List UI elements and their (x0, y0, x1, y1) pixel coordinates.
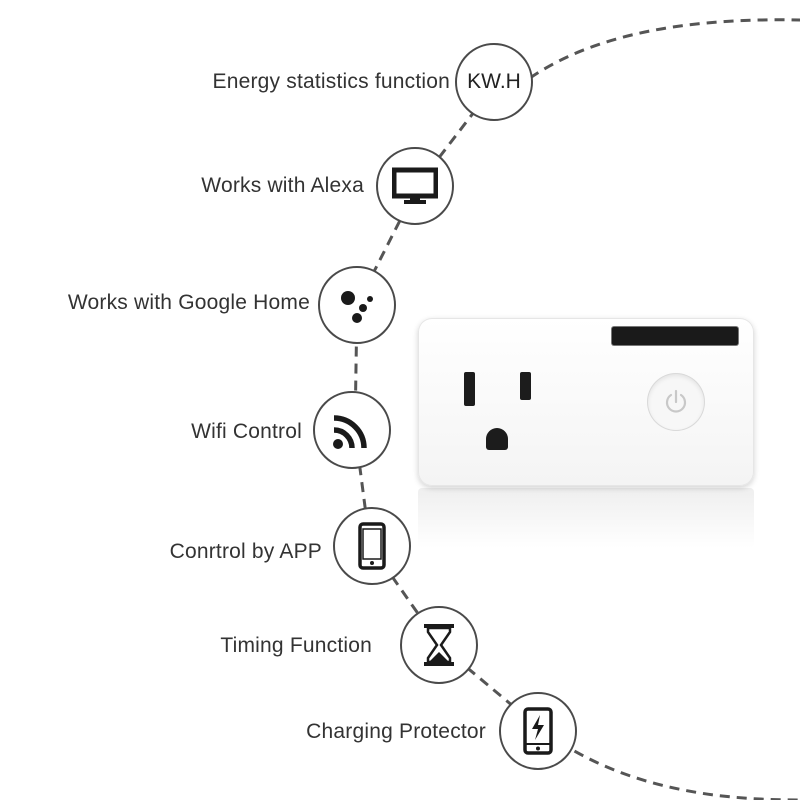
kwh-icon: KW.H (467, 70, 521, 93)
feature-circle-energy: KW.H (455, 43, 533, 121)
power-button (648, 374, 704, 430)
feature-circle-charging (499, 692, 577, 770)
charging-phone-icon (523, 707, 553, 755)
feature-label-app: Conrtrol by APP (169, 540, 322, 563)
wifi-icon (333, 415, 367, 449)
feature-circle-timing (400, 606, 478, 684)
feature-circle-wifi (313, 391, 391, 469)
tv-icon (392, 167, 438, 204)
plug-reflection (418, 488, 754, 548)
outlet-slot-left (464, 372, 475, 406)
feature-label-timing: Timing Function (220, 634, 372, 657)
feature-circle-google-home (318, 266, 396, 344)
feature-label-alexa: Works with Alexa (201, 174, 364, 197)
feature-circle-alexa (376, 147, 454, 225)
outlet-ground-hole (486, 428, 508, 450)
google-assistant-icon (341, 291, 373, 323)
feature-label-wifi: Wifi Control (191, 420, 302, 443)
smartphone-icon (358, 522, 386, 570)
smart-plug-image (418, 318, 754, 486)
feature-label-charging: Charging Protector (306, 720, 486, 743)
feature-circle-app (333, 507, 411, 585)
hourglass-icon (424, 624, 454, 666)
power-icon (665, 389, 687, 413)
outlet-slot-right (520, 372, 531, 400)
led-strip (612, 327, 738, 345)
feature-label-energy: Energy statistics function (212, 70, 450, 93)
feature-label-google-home: Works with Google Home (67, 291, 310, 314)
